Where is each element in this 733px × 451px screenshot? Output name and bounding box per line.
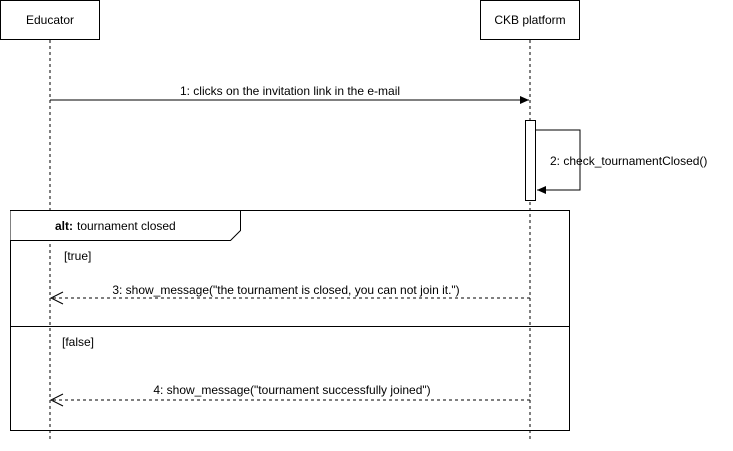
message-1-label: 1: clicks on the invitation link in the … [180,84,400,98]
alt-guard-false: [false] [62,335,94,349]
alt-fragment-title: alt: tournament closed [55,219,176,233]
participant-ckb-platform-label: CKB platform [494,13,565,27]
message-4: 4: show_message("tournament successfully… [49,383,530,407]
participant-educator: Educator [0,0,100,40]
alt-fragment-header-tab [10,210,241,241]
message-4-label: 4: show_message("tournament successfully… [153,383,430,397]
message-2-label: 2: check_tournamentClosed() [550,154,707,168]
message-3-label: 3: show_message("the tournament is close… [112,283,459,297]
participant-educator-label: Educator [26,13,74,27]
message-2-arrow [536,129,581,194]
message-4-arrowhead [49,393,64,407]
message-1: 1: clicks on the invitation link in the … [50,84,529,104]
message-3: 3: show_message("the tournament is close… [49,283,530,305]
message-3-arrowhead [49,291,64,305]
alt-condition: tournament closed [77,219,176,233]
message-2: 2: check_tournamentClosed() [536,129,707,194]
alt-guard-true: [true] [64,249,91,263]
alt-operator: alt: [55,219,73,233]
alt-fragment-frame [10,210,570,431]
participant-ckb-platform: CKB platform [480,0,580,40]
alt-fragment: alt: tournament closed [true] [false] [10,210,570,431]
activation-bar [525,120,536,201]
